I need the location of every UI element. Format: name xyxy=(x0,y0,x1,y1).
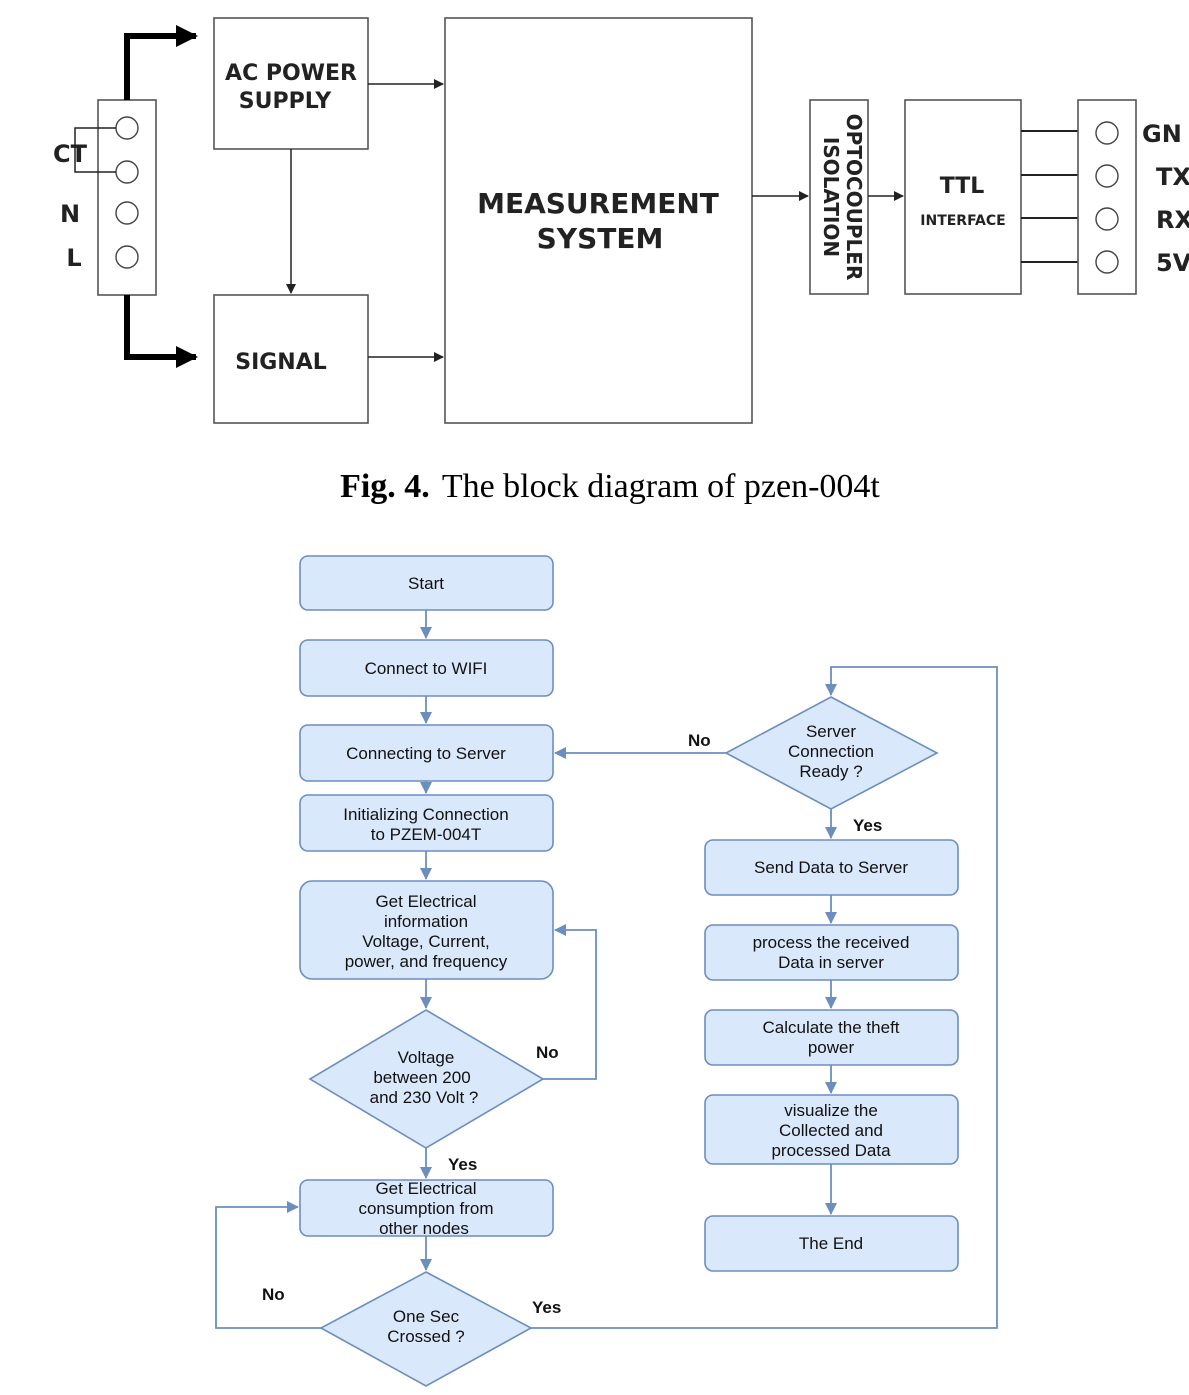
one-sec-line2: Crossed ? xyxy=(387,1327,464,1346)
ac-power-supply-block xyxy=(213,17,369,150)
caption-label: Fig. 4. xyxy=(340,468,430,505)
l-pin xyxy=(115,245,139,269)
voltage-check-line1: Voltage xyxy=(398,1048,455,1067)
optocoupler-block xyxy=(809,99,869,295)
tx-label: TX xyxy=(1156,163,1189,191)
the-end-label: The End xyxy=(799,1234,863,1253)
init-connection-line1: Initializing Connection xyxy=(343,805,508,824)
visualize-line1: visualize the xyxy=(784,1101,878,1120)
visualize-line2: Collected and xyxy=(779,1121,883,1140)
measurement-line2: SYSTEM xyxy=(537,222,664,255)
measurement-line1: MEASUREMENT xyxy=(477,187,719,220)
connect-wifi-label: Connect to WIFI xyxy=(365,659,488,678)
one-sec-diamond xyxy=(319,1271,533,1387)
start-label: Start xyxy=(408,574,444,593)
caption-text: The block diagram of pzen-004t xyxy=(442,468,881,505)
ac-power-supply-line2: SUPPLY xyxy=(239,89,333,114)
l-label: L xyxy=(66,244,81,272)
ct-pin-1 xyxy=(115,116,139,140)
signal-label: SIGNAL xyxy=(235,350,327,375)
connecting-server-label: Connecting to Server xyxy=(346,744,506,763)
onesec-yes-label: Yes xyxy=(532,1298,561,1317)
ct-label: CT xyxy=(53,140,88,168)
gn-pin xyxy=(1095,121,1119,145)
gn-label: GN xyxy=(1142,120,1182,148)
voltage-check-line2: between 200 xyxy=(373,1068,470,1087)
process-data-line1: process the received xyxy=(753,933,910,952)
n-pin xyxy=(115,201,139,225)
server-ready-line1: Server xyxy=(806,722,856,741)
rx-label: RX xyxy=(1156,206,1189,234)
calc-theft-line2: power xyxy=(808,1038,855,1057)
block-diagram: CT N L AC POWER SUPPLY SIGNAL MEASUREMEN… xyxy=(53,17,1189,424)
optocoupler-line2: ISOLATION xyxy=(819,137,843,257)
get-info-line1: Get Electrical xyxy=(375,892,476,911)
one-sec-line1: One Sec xyxy=(393,1307,460,1326)
process-data-line2: Data in server xyxy=(778,953,884,972)
tx-pin xyxy=(1095,164,1119,188)
server-no-label: No xyxy=(688,731,711,750)
ct-pin-2 xyxy=(115,160,139,184)
ac-power-supply-line1: AC POWER xyxy=(225,61,357,86)
5v-label: 5V xyxy=(1156,249,1189,277)
get-consumption-line1: Get Electrical xyxy=(375,1179,476,1198)
init-connection-line2: to PZEM-004T xyxy=(371,825,482,844)
onesec-yes-path xyxy=(531,666,998,1329)
optocoupler-label: OPTOCOUPLER ISOLATION xyxy=(819,114,866,281)
calc-theft-line1: Calculate the theft xyxy=(762,1018,899,1037)
voltage-no-label: No xyxy=(536,1043,559,1062)
voltage-yes-label: Yes xyxy=(448,1155,477,1174)
rx-pin xyxy=(1095,207,1119,231)
optocoupler-line1: OPTOCOUPLER xyxy=(842,114,866,281)
ttl-label: TTL xyxy=(940,174,985,199)
signal-feed-arrow xyxy=(124,295,198,368)
get-consumption-line3: other nodes xyxy=(379,1219,469,1238)
n-label: N xyxy=(60,200,80,228)
figure-caption: Fig. 4. The block diagram of pzen-004t xyxy=(340,468,880,505)
server-ready-line3: Ready ? xyxy=(799,762,862,781)
get-info-line3: Voltage, Current, xyxy=(362,932,490,951)
measurement-system-block xyxy=(444,17,753,424)
server-yes-label: Yes xyxy=(853,816,882,835)
server-ready-line2: Connection xyxy=(788,742,874,761)
onesec-no-label: No xyxy=(262,1285,285,1304)
the-end-box xyxy=(704,1215,959,1272)
voltage-no-loop xyxy=(543,924,597,1080)
get-consumption-line2: consumption from xyxy=(358,1199,493,1218)
send-data-label: Send Data to Server xyxy=(754,858,908,877)
signal-block xyxy=(213,294,369,424)
get-info-line2: information xyxy=(384,912,468,931)
flowchart: Start Connect to WIFI Connecting to Serv… xyxy=(215,555,998,1387)
ttl-interface-label: INTERFACE xyxy=(920,213,1005,229)
power-feed-arrow xyxy=(124,25,198,100)
ttl-interface-block xyxy=(904,99,1022,295)
voltage-check-line3: and 230 Volt ? xyxy=(370,1088,479,1107)
ct-bracket xyxy=(74,127,116,173)
onesec-no-loop xyxy=(215,1201,321,1329)
5v-pin xyxy=(1095,250,1119,274)
visualize-line3: processed Data xyxy=(771,1141,891,1160)
get-info-line4: power, and frequency xyxy=(345,952,508,971)
